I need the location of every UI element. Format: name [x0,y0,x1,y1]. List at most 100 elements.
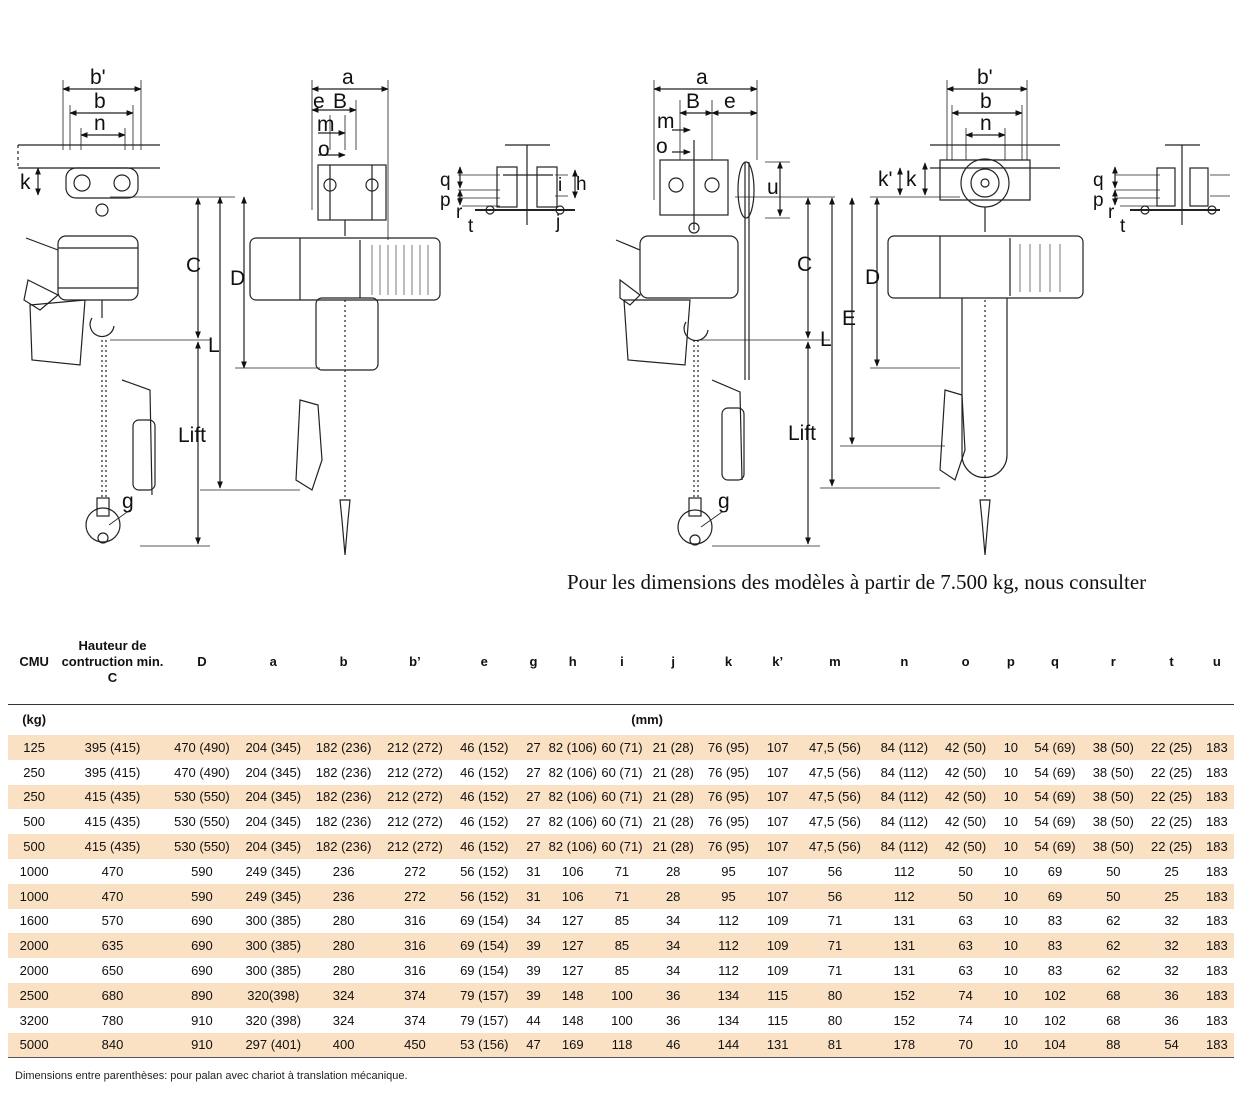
label-m-trolley: m [657,110,675,133]
table-cell: 1000 [8,883,61,909]
table-cell: 10 [1003,913,1019,929]
table-cell: 500 [23,814,45,830]
table-cell: 54 [1143,1032,1200,1059]
table-cell: 182 (236) [307,834,380,859]
table-cell: 530 (550) [164,834,240,859]
table-cell: 910 [191,1012,213,1028]
table-cell: 530 (550) [174,814,230,830]
table-cell: 84 (112) [880,814,929,830]
table-cell: 680 [60,982,165,1008]
table-cell: 83 [1047,913,1063,929]
table-cell: 148 [548,982,597,1008]
table-cell: 80 [797,982,873,1008]
table-cell: 60 (71) [596,735,648,760]
table-cell: 10 [994,784,1027,810]
table-cell: 42 (50) [936,784,995,810]
table-cell: 134 [699,982,758,1008]
table-cell: 1000 [19,863,49,879]
table-cell: 27 [526,814,541,830]
table-cell: 79 (157) [460,1012,509,1028]
table-cell: 25 [1164,863,1179,879]
view-side-fixed [200,80,441,556]
table-cell: 127 [561,913,584,929]
table-cell: 83 [1047,963,1063,979]
table-cell: 69 (154) [460,963,509,979]
column-header: m [829,654,841,669]
table-cell: 84 (112) [872,834,937,859]
label-i: i [558,175,562,196]
label-m: m [317,113,335,136]
table-cell: 106 [561,863,584,879]
table-cell: 204 (345) [239,784,308,810]
table-cell: 22 (25) [1150,764,1193,780]
table-cell: 34 [526,913,541,929]
table-cell: 300 (385) [245,913,302,929]
table-cell: 500 [8,834,61,859]
label-q-geared: q [1093,170,1104,191]
label-b-prime-trolley: b' [977,66,993,89]
label-b: b [94,90,106,113]
table-cell: 46 (152) [450,735,519,760]
table-cell: 316 [404,913,426,929]
label-t: t [468,216,474,237]
column-header: p [1006,654,1015,669]
table-cell: 44 [526,1012,541,1028]
table-cell: 54 (69) [1034,764,1076,780]
table-cell: 112 [893,863,915,879]
table-cell: 70 [936,1032,995,1059]
table-cell: 38 (50) [1083,735,1144,760]
table-cell: 31 [518,883,549,909]
label-j: j [555,212,560,233]
label-q: q [440,170,451,191]
label-B: B [333,90,347,113]
column-header: h [568,654,577,669]
table-cell: 76 (95) [699,834,758,859]
table-cell: 56 [797,883,873,909]
table-cell: 69 (154) [450,933,519,959]
column-header: n [900,654,909,669]
table-cell: 42 (50) [936,735,995,760]
table-cell: 530 (550) [164,784,240,810]
table-cell: 109 [757,933,798,959]
table-cell: 415 (435) [60,784,165,810]
table-cell: 27 [518,784,549,810]
table-cell: 250 [8,784,61,810]
table-cell: 107 [766,863,789,879]
table-cell: 144 [699,1032,758,1059]
table-units-row: (kg) (mm) [8,704,1234,735]
table-cell: 635 [60,933,165,959]
label-n: n [94,112,106,135]
column-header: t [1169,654,1174,669]
table-cell: 650 [101,963,124,979]
table-cell: 82 (106) [548,784,597,810]
label-h: h [576,174,587,195]
table-cell: 127 [548,933,597,959]
table-cell: 21 (28) [647,834,700,859]
table-cell: 46 (152) [450,784,519,810]
table-cell: 470 (490) [174,764,230,780]
table-cell: 204 (345) [239,834,308,859]
table-cell: 60 (71) [596,834,648,859]
table-cell: 182 (236) [307,735,380,760]
table-cell: 300 (385) [245,963,302,979]
table-cell: 280 [332,963,355,979]
table-cell: 10 [1003,814,1019,830]
table-cell: 107 [757,883,798,909]
table-cell: 10 [994,1032,1027,1059]
table-cell: 183 [1199,735,1234,760]
table-cell: 88 [1083,1032,1144,1059]
table-cell: 106 [548,883,597,909]
table-cell: 47,5 (56) [797,735,873,760]
table-cell: 470 (490) [164,735,240,760]
column-header: CMU [19,654,49,669]
table-cell: 32 [1164,963,1179,979]
label-E: E [842,307,856,330]
table-cell: 68 [1083,982,1144,1008]
table-cell: 85 [614,963,630,979]
table-cell: 316 [379,933,451,959]
table-cell: 34 [665,963,681,979]
